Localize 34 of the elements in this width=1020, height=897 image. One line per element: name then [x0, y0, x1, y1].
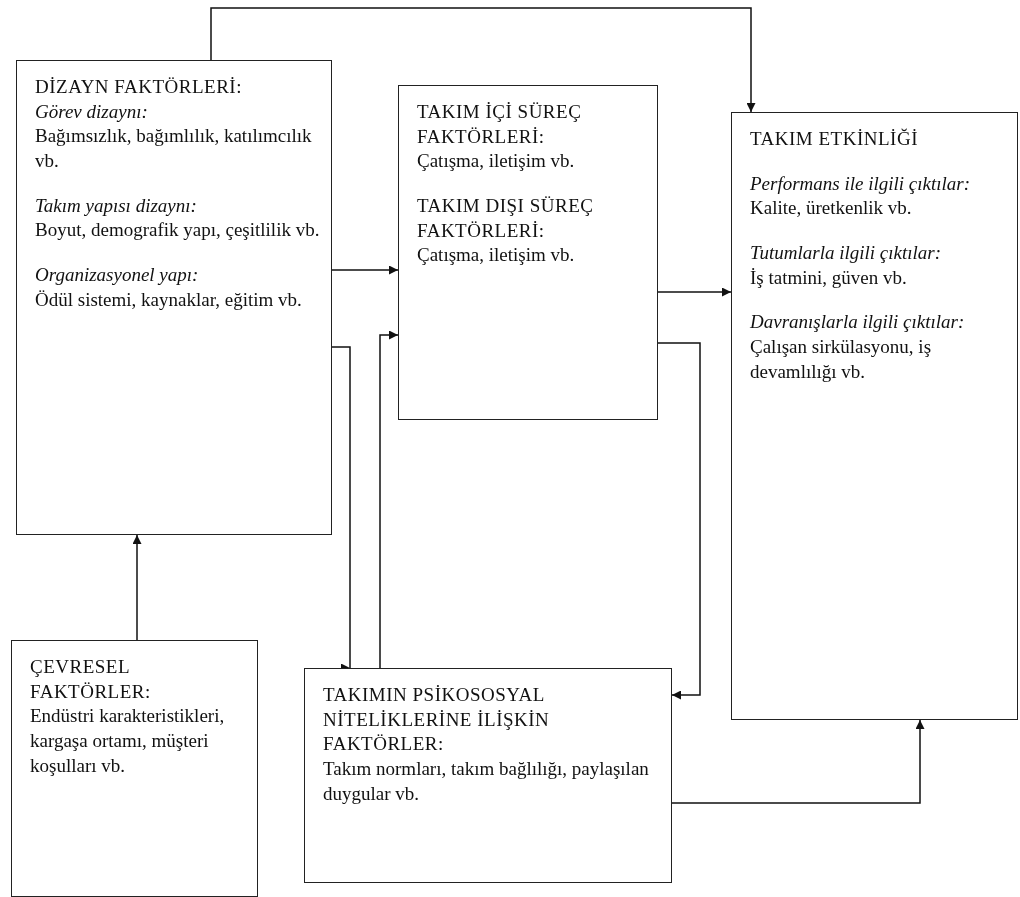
- factor-box: [11, 640, 258, 897]
- box-text: Kalite, üretkenlik vb.: [750, 196, 913, 221]
- box-text: İş tatmini, güven vb.: [750, 265, 908, 290]
- arrow: [671, 719, 925, 804]
- subheading: Tutumlarla ilgili çıktılar:: [750, 241, 943, 266]
- box-text: Takım normları, takım bağlılığı, paylaşılan duygular vb.: [323, 757, 650, 806]
- subheading: Görev dizaynı:: [35, 99, 149, 124]
- factor-box: [16, 60, 332, 535]
- arrow: [331, 265, 399, 275]
- box-text: Endüstri karakteristikleri, kargaşa ortamı, müşteri koşulları vb.: [30, 704, 226, 778]
- arrow: [132, 534, 142, 641]
- subheading: Davranışlarla ilgili çıktılar:: [750, 310, 966, 335]
- factor-box: [731, 112, 1018, 720]
- factor-box: [398, 85, 658, 420]
- arrow: [210, 7, 756, 113]
- subheading: Takım yapısı dizaynı:: [35, 193, 198, 218]
- box-heading: TAKIM DIŞI SÜREÇ FAKTÖRLERİ:: [417, 194, 595, 243]
- subheading: Organizasyonel yapı:: [35, 263, 200, 288]
- arrow: [379, 330, 399, 669]
- box-text: Çatışma, iletişim vb.: [417, 149, 576, 174]
- box-text: Çalışan sirkülasyonu, iş devamlılığı vb.: [750, 335, 933, 384]
- subheading: Performans ile ilgili çıktılar:: [750, 171, 972, 196]
- box-text: Çatışma, iletişim vb.: [417, 243, 576, 268]
- box-heading: ÇEVRESEL FAKTÖRLER:: [30, 655, 152, 704]
- box-text: Ödül sistemi, kaynaklar, eğitim vb.: [35, 287, 303, 312]
- arrow: [657, 287, 732, 297]
- factor-box: [304, 668, 672, 883]
- box-heading: DİZAYN FAKTÖRLERİ:: [35, 75, 243, 99]
- box-heading: TAKIM İÇİ SÜREÇ FAKTÖRLERİ:: [417, 100, 583, 149]
- box-heading: TAKIMIN PSİKOSOSYAL NİTELİKLERİNE İLİŞKİN FAKTÖRLER:: [323, 683, 551, 757]
- box-text: Boyut, demografik yapı, çeşitlilik vb.: [35, 218, 321, 243]
- box-heading: TAKIM ETKİNLİĞİ: [750, 127, 919, 151]
- box-text: Bağımsızlık, bağımlılık, katılımcılık vb.: [35, 124, 313, 174]
- arrow: [657, 342, 701, 700]
